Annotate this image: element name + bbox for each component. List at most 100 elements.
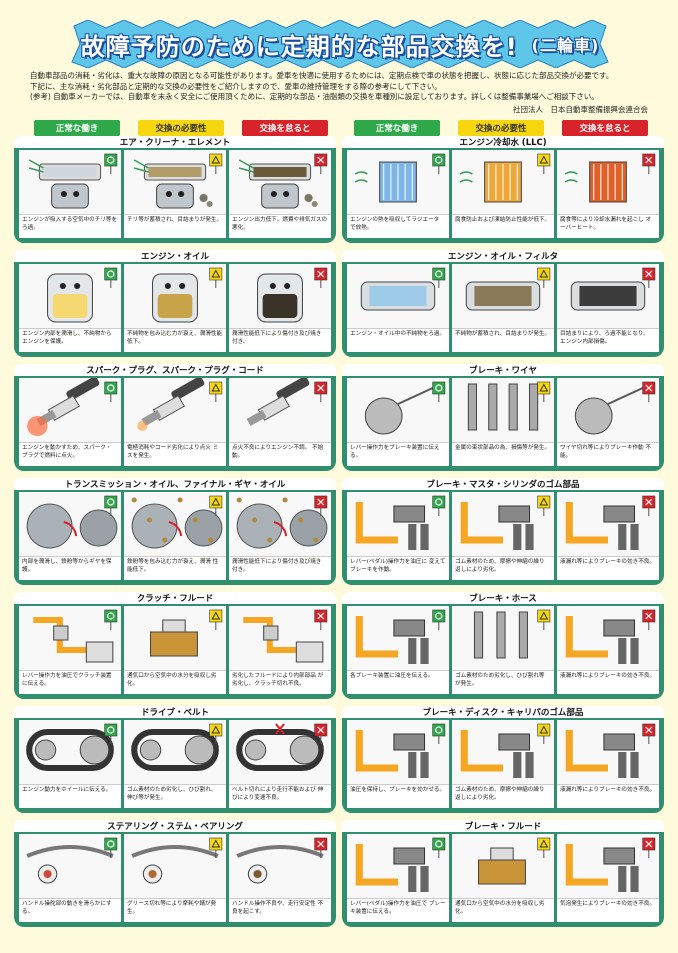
part-title: エンジン・オイル	[14, 250, 336, 264]
panel-green: エンジンの熱を吸収してラジエータ で放熱。	[347, 150, 449, 238]
part-panels: レバー(ペダル)操作力を油圧に 変えてブレーキを作動。ゴム素材のため、摩擦や伸縮…	[347, 492, 659, 580]
steering-icon	[124, 834, 226, 898]
brake-hose-icon	[452, 606, 554, 670]
panel-caption: グリース切れ等により摩耗や錆が発生。	[124, 898, 226, 922]
panel-yellow: ゴム素材のため、摩擦や伸縮の繰り 返しにより劣化。	[452, 720, 554, 808]
part-card: スパーク・プラグ、スパーク・プラグ・コードエンジンを動かすため、スパーク・ プラ…	[14, 364, 336, 471]
brake-fluid-icon	[452, 834, 554, 898]
part-title: ブレーキ・ホース	[342, 592, 664, 606]
panel-caption: レバー操作力を油圧でクラッチ装置 に伝える。	[19, 670, 121, 694]
panel-green: ハンドル操舵部の動きを滑らかにする。	[19, 834, 121, 922]
panel-caption: エンジン・オイル中の不純物をろ過。	[347, 328, 449, 352]
panel-red: 点火不良によりエンジン不調。 不始動。	[229, 378, 331, 466]
page-subtitle: (二輪車)	[531, 36, 600, 55]
part-title: エンジン・オイル・フィルタ	[342, 250, 664, 264]
master-cylinder-icon	[557, 492, 659, 556]
panel-yellow: 通気口から空気中の水分を吸収し劣化。	[124, 606, 226, 694]
oil-filter-icon	[452, 264, 554, 328]
part-card: ブレーキ・フルードレバー(ペダル)操作力を油圧で ブレーキ装置に伝える。通気口か…	[342, 820, 664, 927]
panel-red: 潤滑性能低下により傷付き及び焼き 付き。	[229, 264, 331, 352]
intro-line-2: 下記に、主な消耗・劣化部品と定期的な交換の必要性をご紹介しますので、愛車の維持管…	[30, 81, 442, 91]
part-title: ブレーキ・マスタ・シリンダのゴム部品	[342, 478, 664, 492]
organization-name: 社団法人 日本自動車整備振興会連合会	[513, 105, 648, 114]
panel-green: エンジンが吸入する空気中のチリ等を ろ過。	[19, 150, 121, 238]
panel-caption: 点火不良によりエンジン不調。 不始動。	[229, 442, 331, 466]
engine-air-icon	[124, 150, 226, 214]
legend-right: 正常な働き 交換の必要性 交換を怠ると	[354, 120, 648, 136]
panel-red: 液漏れ等によりブレーキの効き不良。	[557, 720, 659, 808]
panel-red: ベルト切れにより走行不能および 伸びにより変速不良。	[229, 720, 331, 808]
part-card: ブレーキ・ワイヤレバー操作力をブレーキ装置に伝える。金属の束状部品の為、損傷等が…	[342, 364, 664, 471]
panel-yellow: 電極消耗やコード劣化により点火 ミスを発生。	[124, 378, 226, 466]
legend-need: 交換の必要性	[458, 120, 544, 136]
panel-caption: 潤滑性能低下により傷付き及び焼き 付き。	[229, 556, 331, 580]
panel-green: レバー(ペダル)操作力を油圧で ブレーキ装置に伝える。	[347, 834, 449, 922]
clutch-icon	[229, 606, 331, 670]
panel-caption: 金属の束状部品の為、損傷等が発生。	[452, 442, 554, 466]
panel-red: 気泡発生によりブレーキの効き不良。	[557, 834, 659, 922]
panel-yellow: ゴム素材のため劣化し、ひび割れ等 が発生。	[452, 606, 554, 694]
panel-red: 液漏れ等によりブレーキの効き不良。	[557, 492, 659, 580]
panel-red: エンジン出力低下。燃費や排気ガスの悪化。	[229, 150, 331, 238]
master-cylinder-icon	[452, 492, 554, 556]
gear-icon	[19, 492, 121, 556]
part-title: ステアリング・ステム・ベアリング	[14, 820, 336, 834]
brake-hose-icon	[347, 606, 449, 670]
clutch-icon	[19, 606, 121, 670]
panel-caption: ハンドル操作不良や、走行安定性 不良を起こす。	[229, 898, 331, 922]
part-card: エンジン・オイルエンジン内部を潤滑し、不純物から エンジンを保護。不純物を包み込…	[14, 250, 336, 357]
part-card: ブレーキ・ディスク・キャリパのゴム部品油圧を保持し、ブレーキを効かせる。ゴム素材…	[342, 706, 664, 813]
panel-caption: 液漏れ等によりブレーキの効き不良。	[557, 670, 659, 694]
panel-green: 油圧を保持し、ブレーキを効かせる。	[347, 720, 449, 808]
panel-yellow: チリ等が蓄積され、目詰まりが発生。	[124, 150, 226, 238]
panel-yellow: グリース切れ等により摩耗や錆が発生。	[124, 834, 226, 922]
part-panels: 油圧を保持し、ブレーキを効かせる。ゴム素材のため、摩擦や伸縮の繰り 返しにより劣…	[347, 720, 659, 808]
panel-red: 潤滑性能低下により傷付き及び焼き 付き。	[229, 492, 331, 580]
panel-caption: 腐食防止および凍結防止性能が低下。	[452, 214, 554, 238]
part-panels: レバー操作力を油圧でクラッチ装置 に伝える。通気口から空気中の水分を吸収し劣化。…	[19, 606, 331, 694]
panel-caption: ハンドル操舵部の動きを滑らかにする。	[19, 898, 121, 922]
master-cylinder-icon	[347, 492, 449, 556]
legend-neglect: 交換を怠ると	[562, 120, 648, 136]
panel-caption: 内部を潤滑し、鉄粉等からギヤを保護。	[19, 556, 121, 580]
brake-wire-icon	[557, 378, 659, 442]
belt-icon	[19, 720, 121, 784]
panel-caption: エンジン内部を潤滑し、不純物から エンジンを保護。	[19, 328, 121, 352]
panel-caption: 気泡発生によりブレーキの効き不良。	[557, 898, 659, 922]
legend-neglect: 交換を怠ると	[242, 120, 328, 136]
part-card: ブレーキ・マスタ・シリンダのゴム部品レバー(ペダル)操作力を油圧に 変えてブレー…	[342, 478, 664, 585]
legend-need: 交換の必要性	[138, 120, 224, 136]
gear-icon	[124, 492, 226, 556]
intro-line-3: (参考) 自動車メーカーでは、自動車を末永く安全にご使用頂くために、定期的な部品…	[30, 92, 599, 101]
panel-caption: チリ等が蓄積され、目詰まりが発生。	[124, 214, 226, 238]
part-card: エア・クリーナ・エレメントエンジンが吸入する空気中のチリ等を ろ過。チリ等が蓄積…	[14, 136, 336, 243]
panel-caption: 液漏れ等によりブレーキの効き不良。	[557, 784, 659, 808]
panel-caption: 通気口から空気中の水分を吸収し劣化。	[452, 898, 554, 922]
intro-text: 自動車部品の消耗・劣化は、重大な故障の原因となる可能性があります。愛車を快適に使…	[30, 71, 655, 103]
panel-green: レバー(ペダル)操作力を油圧に 変えてブレーキを作動。	[347, 492, 449, 580]
steering-icon	[19, 834, 121, 898]
panel-caption: 液漏れ等によりブレーキの効き不良。	[557, 556, 659, 580]
caliper-icon	[347, 720, 449, 784]
panel-yellow: 腐食防止および凍結防止性能が低下。	[452, 150, 554, 238]
part-panels: エンジン内部を潤滑し、不純物から エンジンを保護。不純物を包み込む力が衰え、潤滑…	[19, 264, 331, 352]
panel-red: 液漏れ等によりブレーキの効き不良。	[557, 606, 659, 694]
oil-filter-icon	[557, 264, 659, 328]
panel-red: 劣化したフルードにより内部部品 が劣化し、クラッチ切れ不良。	[229, 606, 331, 694]
gear-icon	[229, 492, 331, 556]
spark-plug-icon	[19, 378, 121, 442]
panel-green: エンジン・オイル中の不純物をろ過。	[347, 264, 449, 352]
brake-wire-icon	[452, 378, 554, 442]
panel-green: レバー操作力を油圧でクラッチ装置 に伝える。	[19, 606, 121, 694]
brake-hose-icon	[557, 606, 659, 670]
panel-red: ワイヤ切れ等によりブレーキ作動 不能。	[557, 378, 659, 466]
part-panels: 各ブレーキ装置に油圧を伝える。ゴム素材のため劣化し、ひび割れ等 が発生。液漏れ等…	[347, 606, 659, 694]
radiator-icon	[347, 150, 449, 214]
brake-fluid-icon	[347, 834, 449, 898]
panel-yellow: 不純物が蓄積され、目詰まりが発生。	[452, 264, 554, 352]
banner-shape	[71, 20, 609, 68]
legend-normal: 正常な働き	[354, 120, 440, 136]
panel-red: ハンドル操作不良や、走行安定性 不良を起こす。	[229, 834, 331, 922]
part-card: トランスミッション・オイル、ファイナル・ギヤ・オイル内部を潤滑し、鉄粉等からギヤ…	[14, 478, 336, 585]
panel-caption: ゴム素材のため、摩擦や伸縮の繰り 返しにより劣化。	[452, 556, 554, 580]
